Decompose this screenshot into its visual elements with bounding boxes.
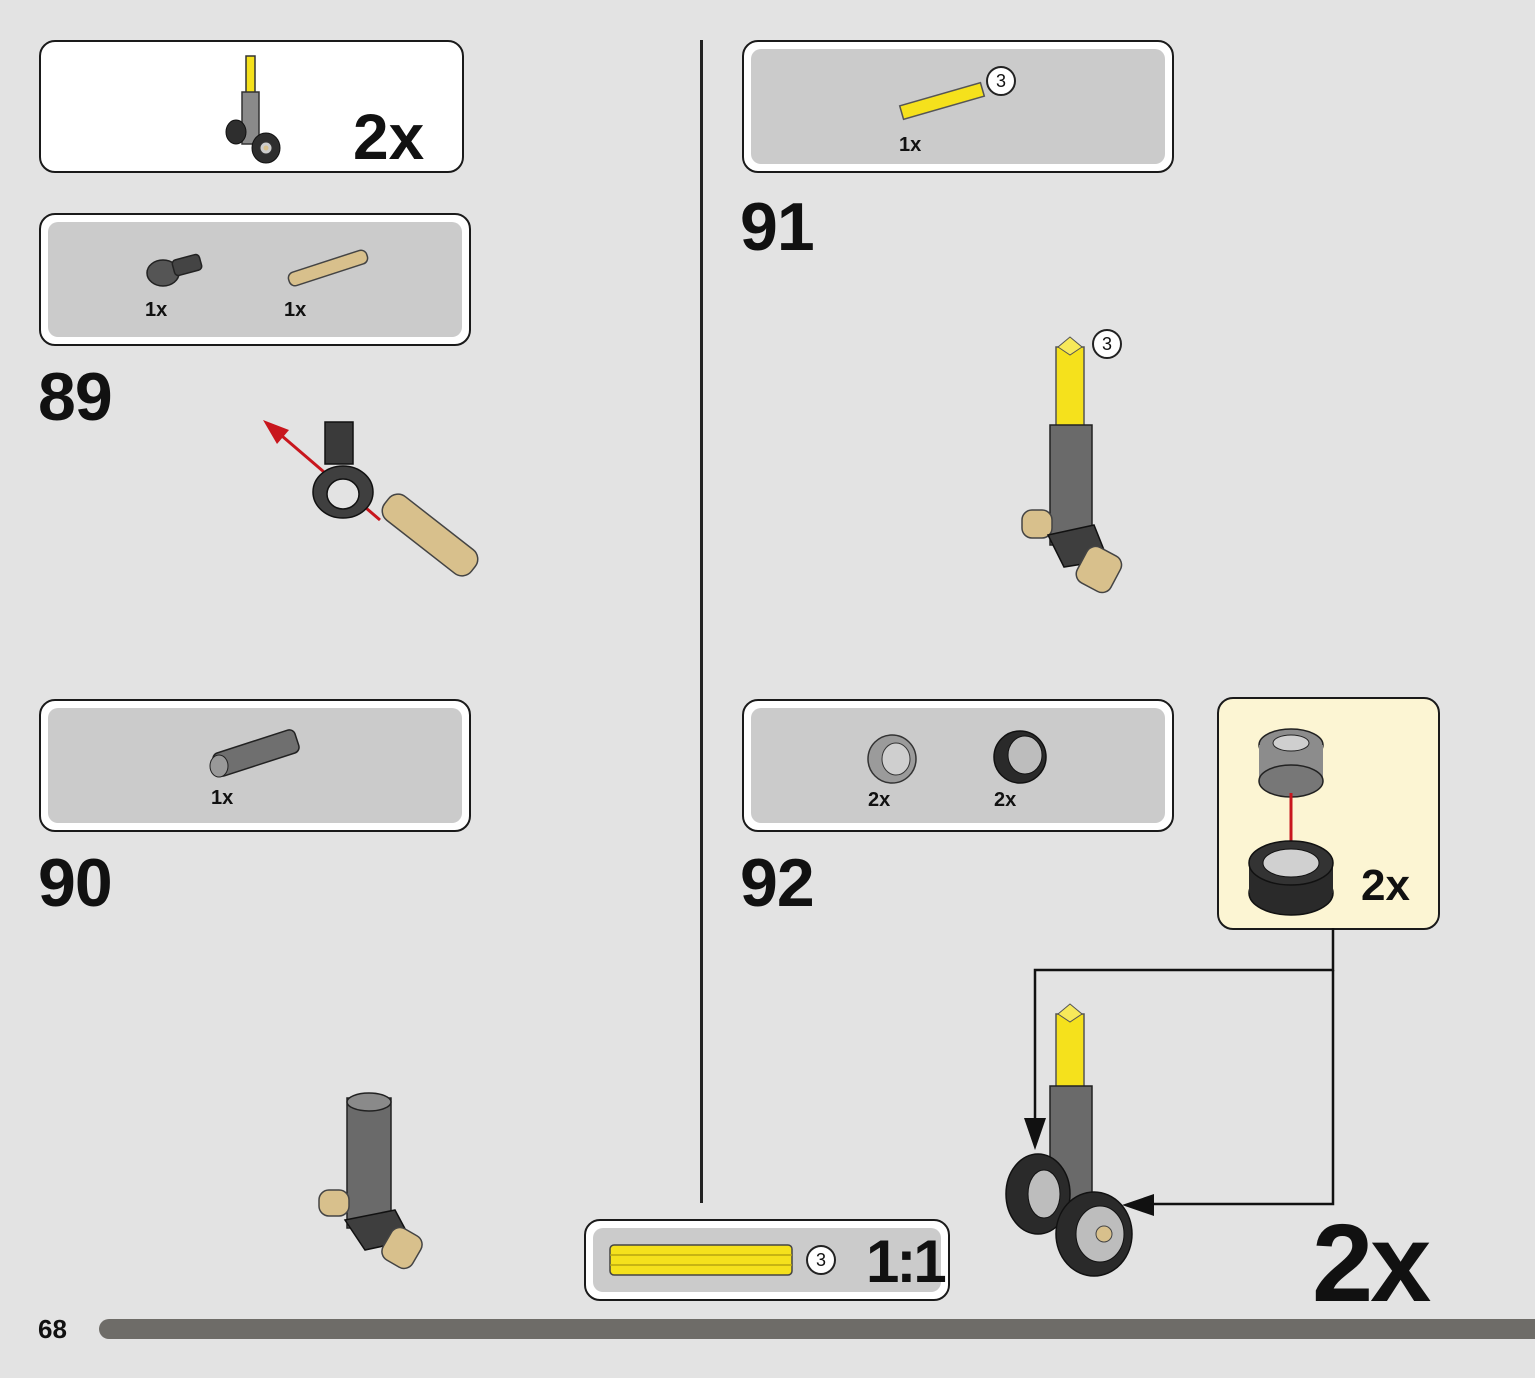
- step-number: 90: [38, 845, 113, 921]
- parts-list-step-90: 1x: [39, 699, 471, 832]
- ruler-length-badge: 3: [806, 1245, 836, 1275]
- grey-axle-connector-part-icon: [209, 729, 300, 778]
- part-qty: 1x: [211, 787, 234, 809]
- wheel-axle-subassembly-icon: [225, 55, 281, 164]
- step-91-assembly-illustration: [1021, 336, 1123, 594]
- step-number: 89: [38, 359, 113, 435]
- subassembly-callout-top: 2x: [39, 40, 464, 173]
- grey-connector-part-icon: [146, 253, 203, 287]
- part-qty: 1x: [145, 299, 168, 321]
- part-qty: 2x: [868, 789, 891, 811]
- progress-bar: [99, 1319, 1535, 1339]
- rim-into-tire-illustration: [1248, 728, 1334, 916]
- subassembly-quantity: 2x: [1361, 861, 1410, 910]
- step-89-assembly-illustration: [263, 420, 479, 577]
- part-qty: 1x: [899, 134, 922, 156]
- result-quantity: 2x: [1312, 1202, 1431, 1325]
- axle-ruler-box: 3 1:1: [584, 1219, 950, 1301]
- grey-rim-part-icon: [867, 734, 917, 784]
- parts-list-step-89: 1x 1x: [39, 213, 471, 346]
- parts-list-step-92: 2x 2x: [742, 699, 1174, 832]
- axle-length-badge: 3: [986, 66, 1016, 96]
- step-92-assembly-illustration: [1005, 1003, 1133, 1277]
- parts-list-step-91: 3 1x: [742, 40, 1174, 173]
- step-90-assembly-illustration: [318, 1092, 423, 1270]
- black-tire-part-icon: [993, 730, 1047, 784]
- callout-arrows: [1024, 928, 1335, 1216]
- yellow-axle-part-icon: [898, 81, 986, 121]
- callout-quantity: 2x: [353, 101, 425, 173]
- ruler-scale-label: 1:1: [866, 1228, 947, 1295]
- page-number: 68: [38, 1314, 67, 1344]
- yellow-axle-scale-icon: [609, 1244, 793, 1276]
- step-number: 92: [740, 845, 815, 921]
- tan-pin-part-icon: [287, 249, 369, 287]
- part-qty: 1x: [284, 299, 307, 321]
- axle-length-badge: 3: [1092, 329, 1122, 359]
- wheel-subassembly-callout: 2x: [1217, 697, 1440, 930]
- step-number: 91: [740, 189, 815, 265]
- page-divider: [700, 40, 703, 1203]
- part-qty: 2x: [994, 789, 1017, 811]
